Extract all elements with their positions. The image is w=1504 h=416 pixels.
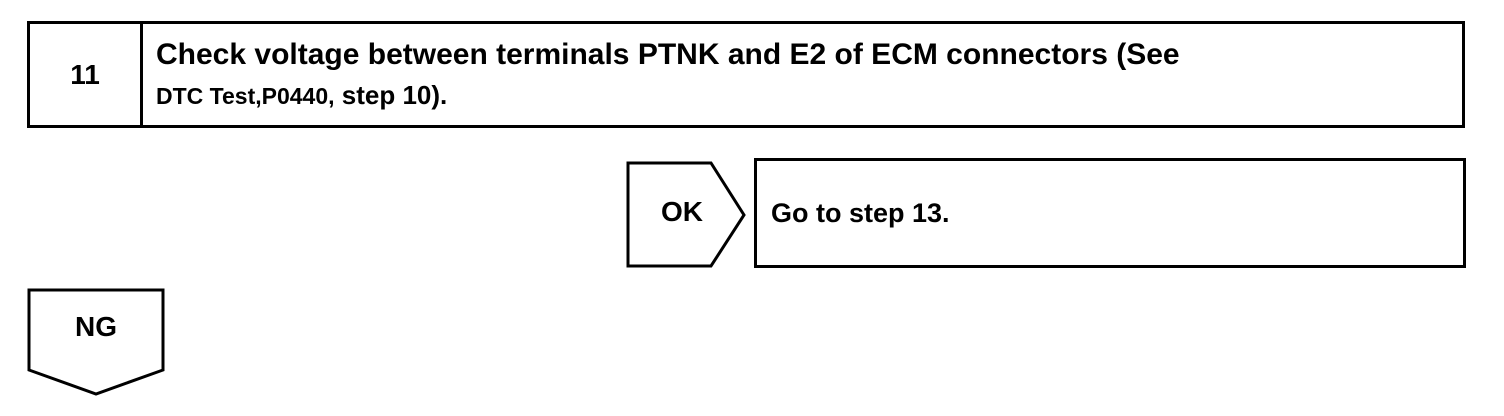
step-number: 11 — [30, 24, 143, 125]
step-instruction: Check voltage between terminals PTNK and… — [143, 24, 1462, 125]
ok-arrow-tag — [626, 161, 746, 268]
ok-action-text: Go to step 13. — [771, 197, 950, 228]
step-instruction-line1: Check voltage between terminals PTNK and… — [156, 38, 1180, 71]
step-reference: DTC Test,P0440, — [156, 83, 335, 109]
step-reference-rest: step 10). — [334, 80, 448, 110]
step-box: 11 Check voltage between terminals PTNK … — [27, 21, 1465, 128]
step-instruction-line2: DTC Test,P0440, step 10). — [156, 72, 1462, 119]
ok-label: OK — [661, 196, 703, 227]
ok-action-box: Go to step 13. — [754, 158, 1466, 268]
ng-arrow-tag — [27, 288, 165, 396]
ng-label: NG — [75, 311, 117, 342]
